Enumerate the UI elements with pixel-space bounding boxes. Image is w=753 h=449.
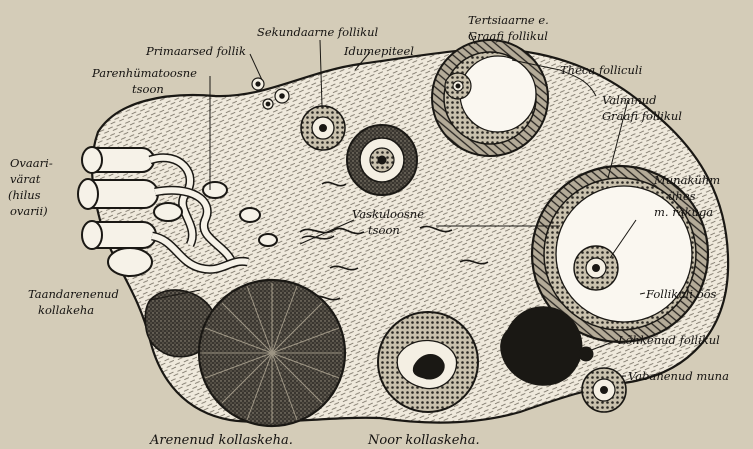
label-parenchymal-2: tsoon	[132, 82, 164, 96]
label-hilus-3: (hilus	[8, 188, 41, 202]
label-regressed-1: Taandarenenud	[28, 287, 119, 301]
label-hilus-4: ovarii)	[10, 204, 48, 218]
label-primary-follicles: Primaarsed follik	[145, 44, 246, 58]
label-cumulus-1: Munakühm	[653, 173, 720, 187]
label-released-ovum: Vabanenud muna	[628, 369, 729, 383]
label-mature-2: Graafi follikul	[602, 109, 682, 123]
label-secondary-follicle: Sekundaarne follikul	[257, 25, 378, 39]
label-parenchymal-1: Parenhümatoosne	[91, 66, 197, 80]
label-mature-1: Valminud	[602, 93, 657, 107]
label-vascular-2: tsoon	[368, 223, 400, 237]
label-regressed-2: kollakeha	[38, 303, 94, 317]
label-young-cl: Noor kollaskeha.	[367, 433, 480, 448]
label-vascular-1: Vaskuloosne	[352, 207, 424, 221]
label-theca: Theca folliculi	[560, 63, 643, 77]
label-developed-cl: Arenenud kollaskeha.	[149, 433, 293, 448]
label-cumulus-3: m. rakuga	[654, 205, 713, 219]
label-tertiary-2: Graafi follikul	[468, 29, 548, 43]
developed-corpus-luteum	[199, 280, 345, 426]
young-corpus-luteum	[378, 312, 478, 412]
label-hilus-1: Ovaari-	[10, 156, 53, 170]
secondary-follicle	[301, 106, 345, 150]
label-tertiary-1: Tertsiaarne e.	[468, 13, 549, 27]
label-germinal-epithelium: Idumepiteel	[343, 44, 414, 58]
early-antral-follicle	[347, 125, 417, 195]
released-ovum	[582, 368, 626, 412]
label-cumulus-2: ühes	[668, 189, 696, 203]
label-ruptured: Lõhkenud follikul	[617, 333, 720, 347]
label-hilus-2: värat	[10, 172, 41, 186]
label-antrum: Follikuli õõs	[645, 287, 717, 301]
tertiary-follicle	[432, 40, 548, 156]
